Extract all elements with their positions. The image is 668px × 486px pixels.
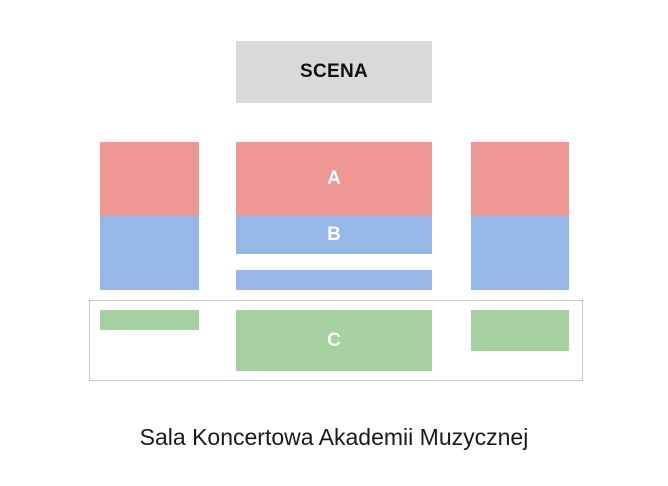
stage-block: SCENA — [236, 41, 432, 103]
zone-c-left-block[interactable] — [100, 310, 199, 330]
zone-b-center-block[interactable] — [236, 216, 432, 254]
zone-b-center-strip[interactable] — [236, 270, 432, 290]
zone-a-label: A — [327, 168, 341, 189]
zone-b-right-block[interactable] — [471, 216, 569, 290]
zone-c-frame — [89, 300, 583, 381]
zone-c-right-block[interactable] — [471, 310, 569, 351]
zone-c-label: C — [327, 329, 341, 351]
zone-a-center-block[interactable] — [236, 142, 432, 216]
zone-c-center-block[interactable] — [236, 310, 432, 371]
zone-b-label: B — [327, 224, 341, 245]
stage-label: SCENA — [299, 61, 368, 82]
venue-name: Sala Koncertowa Akademii Muzycznej — [139, 424, 529, 450]
zone-a-right-block[interactable] — [471, 142, 569, 216]
zone-a-left-block[interactable] — [100, 142, 199, 216]
zone-b-left-block[interactable] — [100, 216, 199, 290]
